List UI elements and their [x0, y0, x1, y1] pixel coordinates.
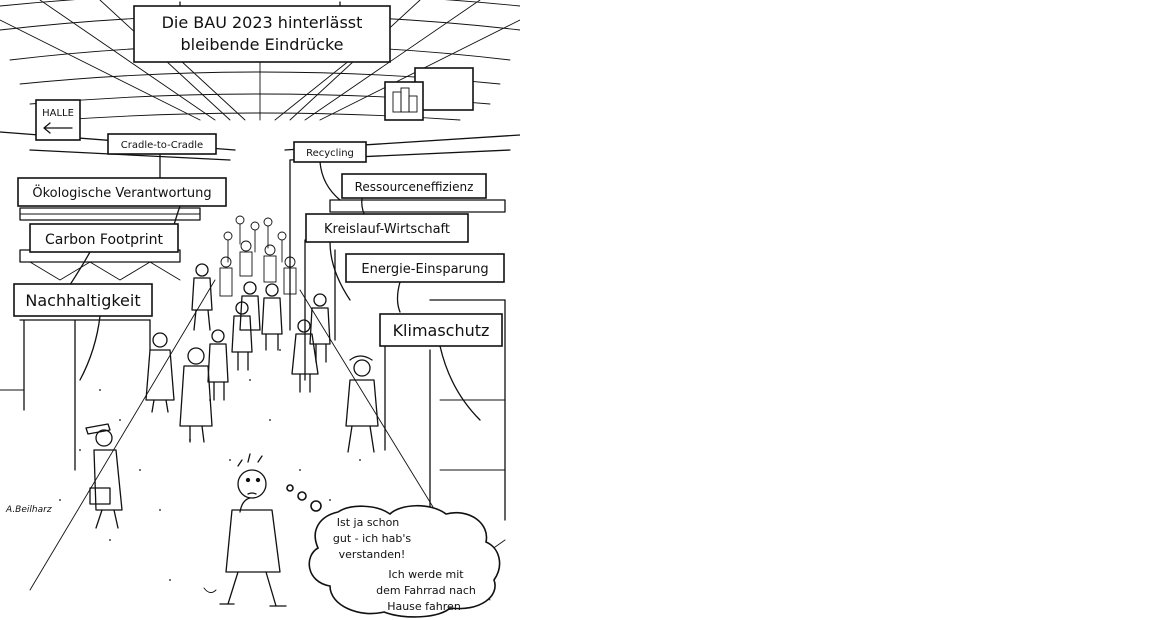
sign-kreislauf: Kreislauf-Wirtschaft	[324, 222, 450, 237]
topic-signs: Cradle-to-Cradle Recycling Ökologische V…	[13, 133, 505, 421]
thought-line-1: Ist ja schon	[337, 516, 400, 529]
thought-line-6: Hause fahren	[387, 600, 461, 613]
trade-fair-cartoon: Die BAU 2023 hinterlässt bleibende Eindr…	[0, 0, 520, 618]
thought-line-2: gut - ich hab's	[333, 532, 412, 545]
sign-ressourcen: Ressourceneffizienz	[355, 180, 474, 194]
sign-klima: Klimaschutz	[393, 321, 490, 340]
sign-cradle: Cradle-to-Cradle	[121, 140, 203, 151]
sign-oekologisch: Ökologische Verantwortung	[32, 184, 211, 201]
title-sign: Die BAU 2023 hinterlässt bleibende Eindr…	[133, 1, 391, 63]
hall-sign-label: HALLE	[42, 108, 74, 119]
floor-texture	[59, 349, 471, 581]
arrow-left-icon	[43, 122, 73, 134]
crowd	[85, 215, 379, 607]
title-line-2: bleibende Eindrücke	[180, 35, 343, 54]
hall-sign: HALLE	[35, 99, 81, 141]
thought-line-4: Ich werde mit	[388, 568, 464, 581]
sign-nachhaltig: Nachhaltigkeit	[25, 291, 140, 310]
artist-signature: A.Beilharz	[5, 505, 52, 515]
top-right-signs	[384, 67, 474, 121]
ceiling-grid	[0, 0, 520, 121]
sign-carbon: Carbon Footprint	[45, 232, 163, 248]
title-line-1: Die BAU 2023 hinterlässt	[162, 13, 363, 32]
thought-line-5: dem Fahrrad nach	[376, 584, 476, 597]
bau-logo-icon	[392, 87, 418, 113]
thought-line-3: verstanden!	[339, 548, 406, 561]
thought-bubble: Ist ja schon gut - ich hab's verstanden!…	[286, 484, 501, 618]
thoughtful-man	[203, 453, 287, 607]
sign-recycling: Recycling	[306, 148, 354, 159]
sign-energie: Energie-Einsparung	[361, 262, 488, 277]
